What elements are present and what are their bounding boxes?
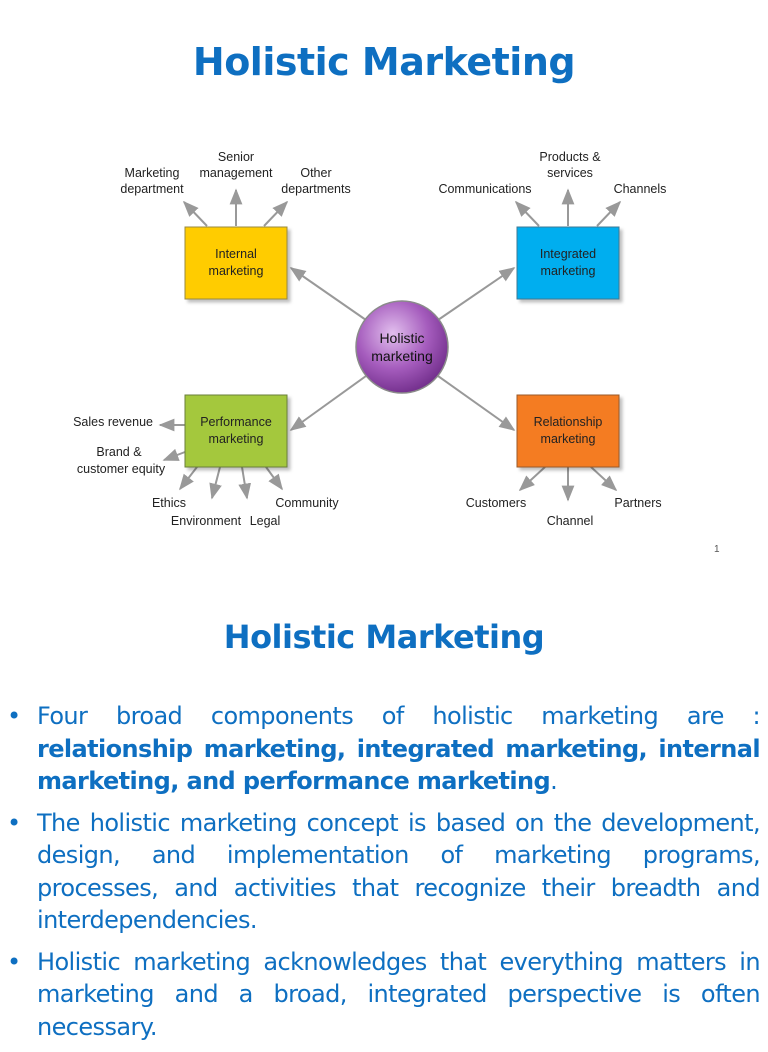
label-brand-equity-1: Brand & <box>96 445 142 459</box>
integrated-marketing-box: Integrated marketing <box>516 226 620 300</box>
label-marketing-department-2: department <box>120 182 184 196</box>
label-products-services-2: services <box>547 166 593 180</box>
label-ethics: Ethics <box>152 496 186 510</box>
performance-marketing-box: Performance marketing <box>184 394 288 468</box>
label-products-services-1: Products & <box>539 150 601 164</box>
center-line2: marketing <box>371 348 432 364</box>
bullet-2-text: The holistic marketing concept is based … <box>37 808 761 935</box>
label-senior-management-1: Senior <box>218 150 254 164</box>
holistic-marketing-sphere: Holistic marketing <box>355 300 449 394</box>
outer-arrows <box>158 188 622 502</box>
label-sales-revenue: Sales revenue <box>73 415 153 429</box>
bullet-item: • Four broad components of holistic marke… <box>0 700 768 798</box>
internal-box-line1: Internal <box>215 247 257 261</box>
performance-box-line2: marketing <box>209 432 264 446</box>
bullet-1-end: . <box>550 767 558 795</box>
label-senior-management-2: management <box>200 166 273 180</box>
label-channels: Channels <box>614 182 667 196</box>
bullet-item: • Holistic marketing acknowledges that ev… <box>0 946 768 1044</box>
bullet-1-intro: Four broad components of holistic market… <box>37 702 761 730</box>
slide-title-2: Holistic Marketing <box>223 618 545 656</box>
center-line1: Holistic <box>379 330 424 346</box>
performance-box-line1: Performance <box>200 415 272 429</box>
bullet-dot-icon: • <box>7 702 21 730</box>
relationship-box-line2: marketing <box>541 432 596 446</box>
bullet-dot-icon: • <box>7 947 21 976</box>
integrated-box-line1: Integrated <box>540 247 596 261</box>
label-channel: Channel <box>547 514 594 528</box>
holistic-marketing-diagram: Internal marketing Integrated marketing … <box>73 150 666 528</box>
label-marketing-department-1: Marketing <box>125 166 180 180</box>
label-communications: Communications <box>438 182 531 196</box>
bullet-list: • Four broad components of holistic marke… <box>0 700 768 1052</box>
bullet-dot-icon: • <box>7 808 21 837</box>
relationship-marketing-box: Relationship marketing <box>516 394 620 468</box>
internal-labels: Marketing department Senior management O… <box>120 150 350 196</box>
label-legal: Legal <box>250 514 281 528</box>
internal-box-line2: marketing <box>209 264 264 278</box>
label-customers: Customers <box>466 496 526 510</box>
bullet-3-text: Holistic marketing acknowledges that eve… <box>37 947 761 1041</box>
integrated-box-line2: marketing <box>541 264 596 278</box>
integrated-labels: Communications Products & services Chann… <box>438 150 666 196</box>
label-brand-equity-2: customer equity <box>77 462 166 476</box>
bullet-1-bold: relationship marketing, integrated marke… <box>37 734 761 796</box>
label-other-departments-1: Other <box>300 166 331 180</box>
bullet-item: • The holistic marketing concept is based… <box>0 807 768 937</box>
relationship-labels: Customers Channel Partners <box>466 496 662 528</box>
slide-title: Holistic Marketing <box>192 40 576 84</box>
relationship-box-line1: Relationship <box>534 415 603 429</box>
performance-labels: Sales revenue Brand & customer equity Et… <box>73 415 339 528</box>
center-connectors <box>289 267 516 431</box>
label-environment: Environment <box>171 514 242 528</box>
internal-marketing-box: Internal marketing <box>184 226 288 300</box>
page-number: 1 <box>714 544 720 555</box>
label-partners: Partners <box>614 496 661 510</box>
label-other-departments-2: departments <box>281 182 350 196</box>
label-community: Community <box>275 496 339 510</box>
